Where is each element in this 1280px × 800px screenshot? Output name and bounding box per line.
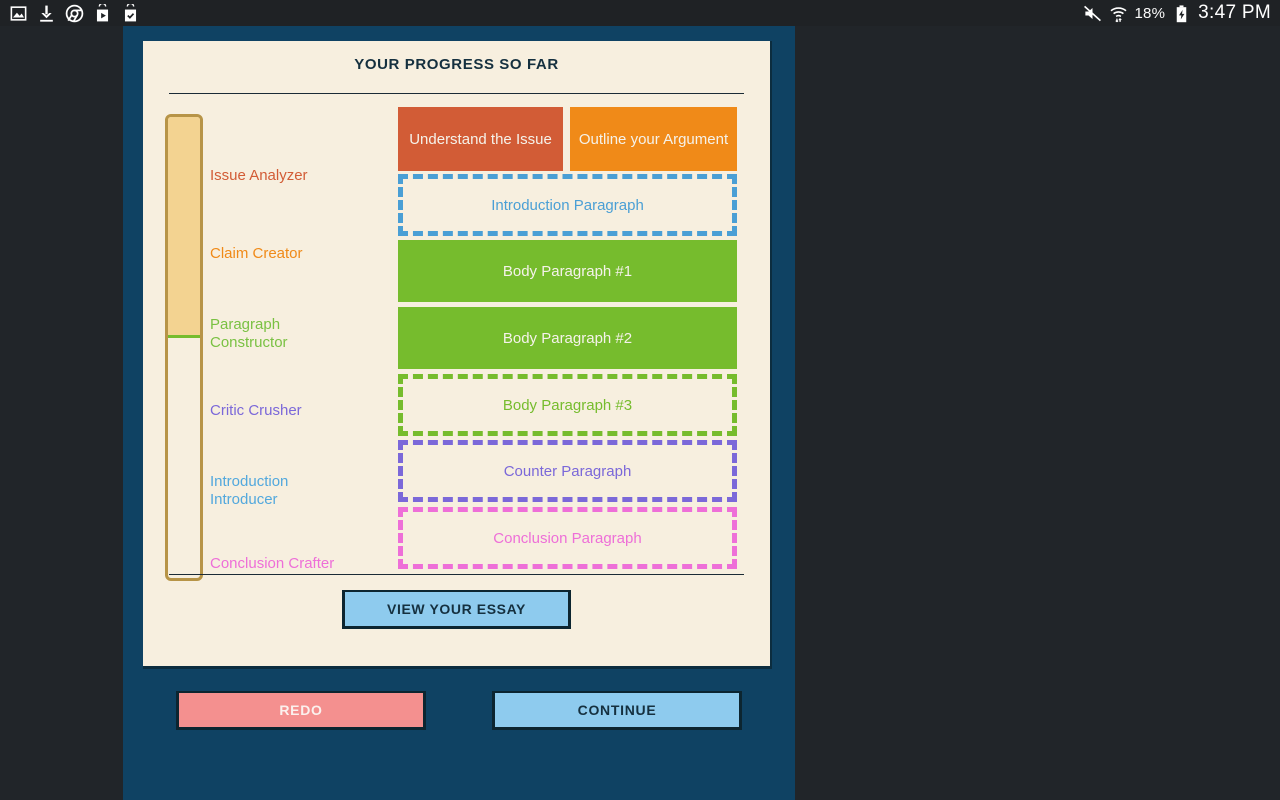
card-footer: VIEW YOUR ESSAY <box>143 574 770 629</box>
progress-fill <box>168 117 200 338</box>
stage-label: Paragraph Constructor <box>210 316 288 351</box>
status-bar-clock: 3:47 PM <box>1198 2 1271 23</box>
essay-block-pending[interactable]: Body Paragraph #3 <box>398 374 737 436</box>
essay-block-complete[interactable]: Understand the Issue <box>398 107 563 171</box>
status-bar-notification-icons <box>0 3 140 23</box>
page-title: YOUR PROGRESS SO FAR <box>354 56 559 73</box>
action-bar: REDO CONTINUE <box>123 691 795 751</box>
essay-block-pending[interactable]: Counter Paragraph <box>398 440 737 502</box>
stage-label: Introduction Introducer <box>210 473 289 508</box>
view-your-essay-button[interactable]: VIEW YOUR ESSAY <box>342 590 571 629</box>
footer-divider <box>169 574 744 575</box>
continue-button[interactable]: CONTINUE <box>492 691 742 730</box>
play-store-icon <box>93 3 112 23</box>
battery-charging-icon <box>1172 4 1191 23</box>
android-status-bar: 18% 3:47 PM <box>0 0 1280 26</box>
essay-block-complete[interactable]: Outline your Argument <box>570 107 737 171</box>
chrome-icon <box>65 4 84 23</box>
app-installed-icon <box>121 3 140 23</box>
battery-percent-label: 18% <box>1134 4 1166 22</box>
stage-label: Conclusion Crafter <box>210 555 335 572</box>
stage-label: Claim Creator <box>210 245 303 262</box>
progress-track <box>165 114 203 581</box>
essay-block-complete[interactable]: Body Paragraph #2 <box>398 307 737 369</box>
essay-block-complete[interactable]: Body Paragraph #1 <box>398 240 737 302</box>
image-icon <box>9 4 28 23</box>
volume-muted-icon <box>1083 4 1102 23</box>
title-divider <box>169 93 744 94</box>
stage-label: Issue Analyzer <box>210 167 308 184</box>
stage-label: Critic Crusher <box>210 402 302 419</box>
status-bar-system-icons: 18% 3:47 PM <box>1083 2 1280 24</box>
redo-button[interactable]: REDO <box>176 691 426 730</box>
wifi-transfer-icon <box>1109 4 1128 23</box>
download-icon <box>37 4 56 23</box>
essay-block-pending[interactable]: Conclusion Paragraph <box>398 507 737 569</box>
essay-block-pending[interactable]: Introduction Paragraph <box>398 174 737 236</box>
